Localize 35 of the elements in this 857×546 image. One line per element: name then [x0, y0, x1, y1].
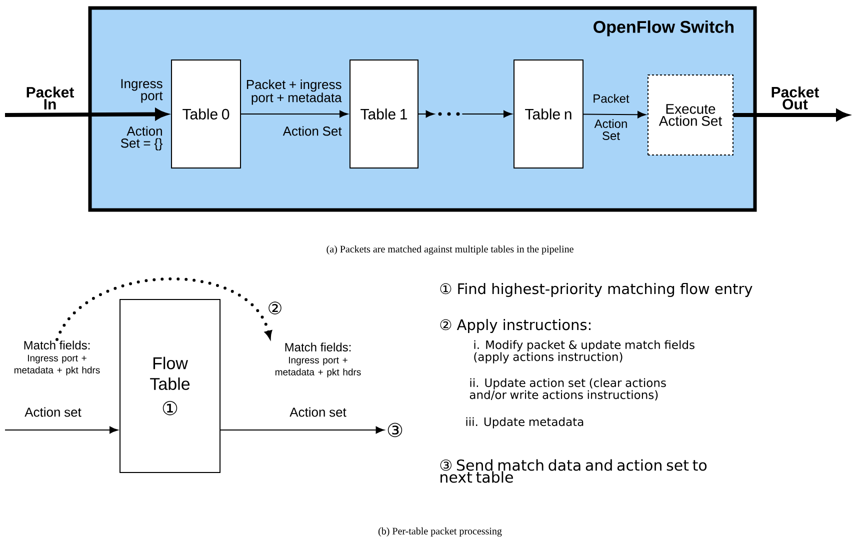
arrow [220, 426, 384, 434]
action-set-label: Action Set [282, 126, 342, 136]
flow-table-box: Flow Table ① [120, 299, 220, 473]
edge-label: Action set [290, 407, 346, 417]
ellipsis-dots [438, 112, 460, 116]
arrow [418, 110, 434, 118]
table-box: Table n [514, 60, 584, 168]
action-set-label: Action Set = {} [120, 126, 163, 150]
match-fields-text: Match fields: Ingress port + metadata + pkt hdrs [14, 340, 100, 376]
edge-label: Action set [24, 407, 82, 417]
circled-number: ③ [388, 422, 402, 438]
arrow [462, 110, 512, 118]
step-text: ① Find highest-priority matching flow entry [440, 282, 752, 297]
port-label: Ingress port [121, 79, 163, 103]
sub-step-text: i. Modify packet & update match fields (apply actions instruction) [474, 340, 694, 364]
action-set-label: Action Set [594, 119, 627, 140]
edge-label: ② [266, 300, 284, 316]
sub-step-text: ii. Update action set (clear actions and/or write actions instructions) [470, 378, 666, 400]
edge-label: Packet [594, 94, 630, 103]
match-fields-text: Match fields: Ingress port + metadata + pkt hdrs [275, 342, 361, 378]
arrow [4, 426, 118, 434]
step-text: ③ Send match data and action set to next table [440, 459, 707, 483]
step-text: ② Apply instructions: [440, 318, 590, 333]
table-box: Table 0 [171, 60, 241, 168]
action-box: Execute Action Set [648, 74, 734, 156]
caption: (b) Per-table packet processing [378, 527, 502, 537]
arrow [583, 111, 646, 118]
table-box: Table 1 [350, 60, 418, 168]
edge-label: Packet + ingress port + metadata [246, 80, 342, 105]
caption: (a) Packets are matched against multiple tables in the pipeline [326, 245, 574, 255]
edge-label: Packet Out [772, 86, 819, 110]
sub-step-text: iii. Update metadata [466, 417, 584, 428]
arrow [240, 110, 348, 118]
arrow [56, 277, 272, 341]
edge-label: Packet In [26, 86, 74, 110]
